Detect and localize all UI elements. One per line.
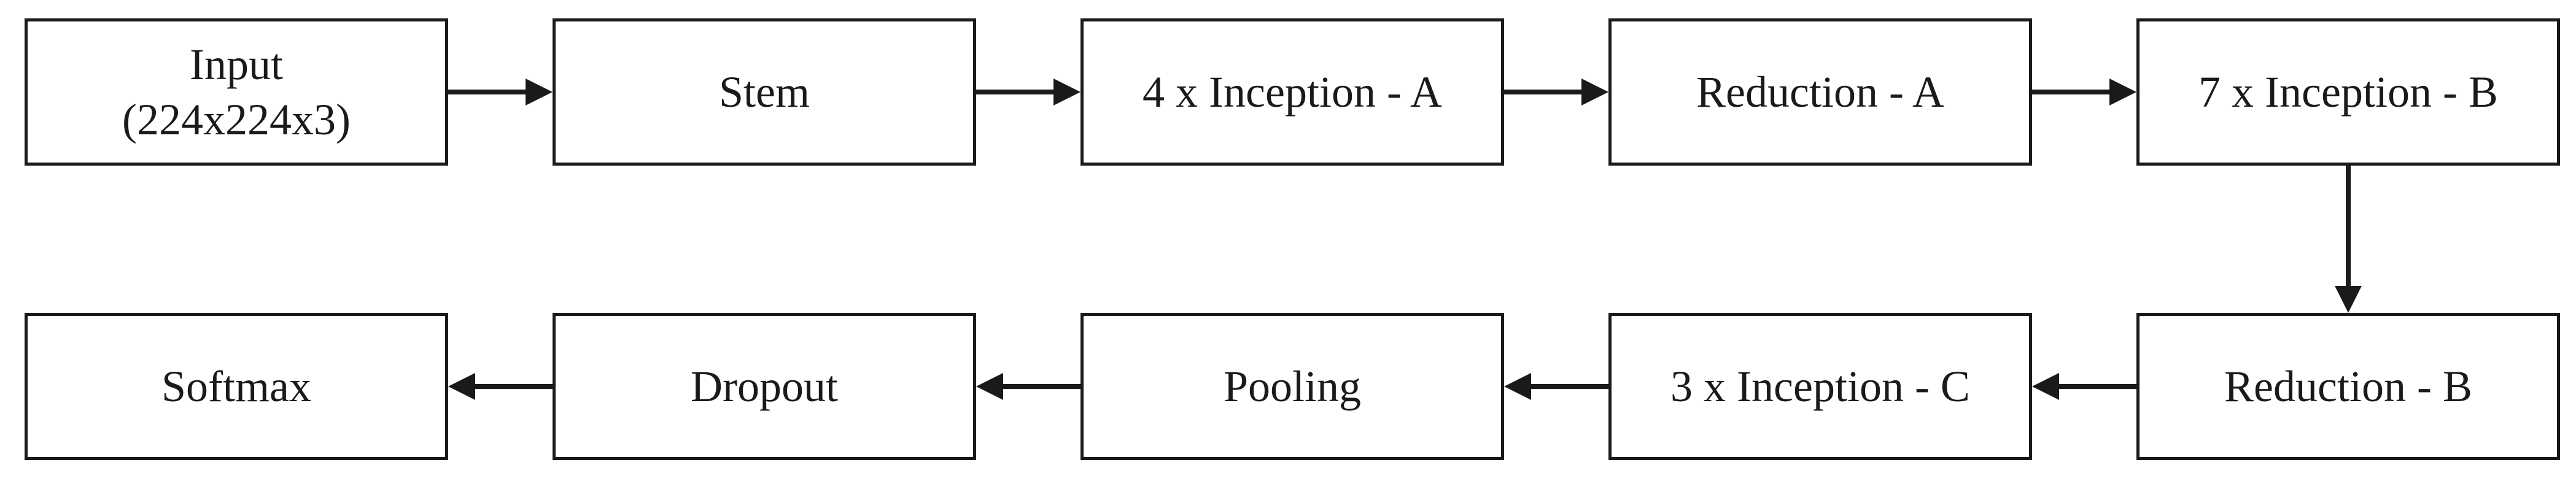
node-reduction-a: Reduction - A [1608, 18, 2032, 166]
node-inception-a: 4 x Inception - A [1080, 18, 1504, 166]
node-softmax: Softmax [25, 313, 448, 460]
arrow-right-icon [1504, 79, 1608, 106]
node-stem: Stem [553, 18, 976, 166]
node-input: Input (224x224x3) [25, 18, 448, 166]
node-inception-b: 7 x Inception - B [2136, 18, 2560, 166]
arrow-right-icon [448, 79, 553, 106]
arrow-left-icon [448, 373, 553, 400]
arrow-left-icon [976, 373, 1080, 400]
node-reduction-b: Reduction - B [2136, 313, 2560, 460]
node-inception-c: 3 x Inception - C [1608, 313, 2032, 460]
arrow-left-icon [2032, 373, 2136, 400]
arrow-right-icon [2032, 79, 2136, 106]
arrow-left-icon [1504, 373, 1608, 400]
arrow-right-icon [976, 79, 1080, 106]
node-pooling: Pooling [1080, 313, 1504, 460]
arrow-down-icon [2335, 166, 2362, 313]
node-dropout: Dropout [553, 313, 976, 460]
